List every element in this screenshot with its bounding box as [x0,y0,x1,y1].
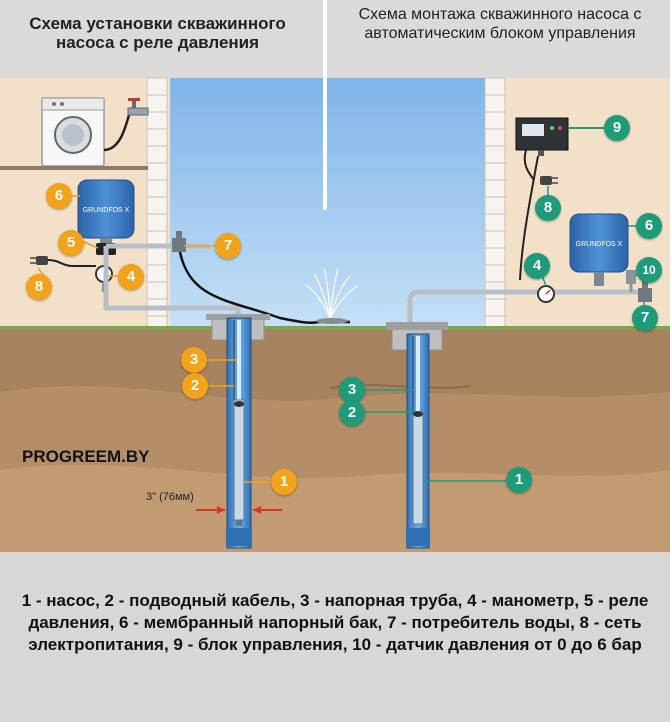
control-block-icon [515,117,569,156]
electric-plug-icon [30,256,96,267]
pressure-sensor-icon [626,270,636,292]
legend-background [0,552,670,722]
title-left: Схема установки скважинного насоса с рел… [29,14,286,52]
badge-left-2: 2 [182,373,208,399]
header-background [0,0,670,80]
badge-right-4: 4 [524,253,550,279]
manometer-icon-right [537,285,555,303]
title-right: Схема монтажа скважинного насоса с автом… [358,6,642,42]
badge-right-10: 10 [636,257,662,283]
legend-text: 1 - насос, 2 - подводный кабель, 3 - нап… [21,591,649,654]
badge-right-9: 9 [604,115,630,141]
badge-right-2: 2 [339,400,365,426]
badge-right-7: 7 [632,305,658,331]
divider-line [323,0,327,210]
badge-left-4: 4 [118,264,144,290]
pump-left [233,399,245,521]
badge-right-6: 6 [636,213,662,239]
sprinkler-icon [304,267,359,319]
dimension-label: 3" (76мм) [146,491,194,503]
badge-left-1: 1 [271,469,297,495]
badge-right-3: 3 [339,377,365,403]
faucet-icon [127,98,149,116]
left-brick-wall [146,77,168,331]
outside-tap-icon-right [638,281,652,302]
shelf [0,166,148,170]
membrane-tank-right: GRUNDFOS X [569,213,629,286]
watermark: PROGREEM.BY [22,447,150,466]
sprinkler-base [316,318,348,324]
badge-left-5: 5 [58,230,84,256]
badge-left-8: 8 [26,274,52,300]
tank-brand-label-left: GRUNDFOS X [83,207,130,214]
control-cable [519,155,539,281]
badge-left-6: 6 [46,183,72,209]
garden-cable [178,251,319,325]
outside-tap-icon [172,231,186,252]
washing-machine-icon [41,97,105,167]
badge-right-8: 8 [535,195,561,221]
diameter-arrows [196,506,282,514]
badge-left-7: 7 [215,233,241,259]
electric-plug-icon-right [523,149,558,185]
membrane-tank-left: GRUNDFOS X [77,179,135,246]
soil-layer-lower [0,464,670,552]
badge-right-1: 1 [506,467,532,493]
tank-brand-label-right: GRUNDFOS X [576,241,623,248]
badge-left-3: 3 [181,347,207,373]
grass-strip [0,326,670,332]
pump-right [412,413,424,525]
